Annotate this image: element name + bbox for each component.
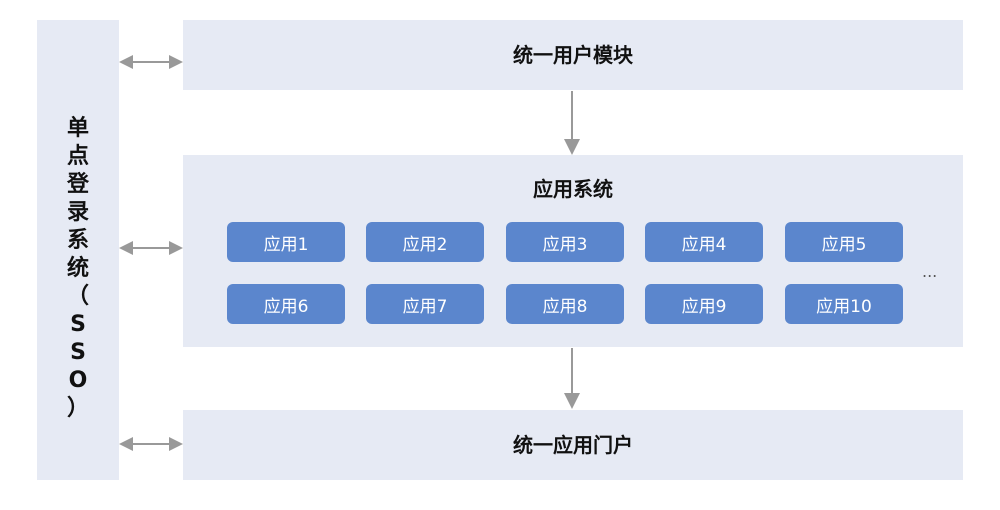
app-4-node: 应用4 (645, 222, 763, 262)
application-system-title: 应用系统 (533, 177, 613, 201)
sso-char: 统 (66, 256, 89, 281)
middle-to-bottom-arrow (564, 348, 580, 409)
unified-app-portal-box: 统一应用门户 (183, 410, 963, 480)
sso-char: S (70, 312, 86, 337)
sso-panel: 单 点 登 录 系 统 （ S S O ） (37, 20, 119, 480)
sso-bottom-double-arrow (119, 437, 183, 451)
app-3-node: 应用3 (506, 222, 624, 262)
app-10-node: 应用10 (785, 284, 903, 324)
sso-char: 系 (66, 228, 89, 253)
app-8-node: 应用8 (506, 284, 624, 324)
sso-char: （ (66, 284, 89, 309)
sso-char: 点 (66, 144, 89, 169)
unified-app-portal-title: 统一应用门户 (513, 433, 633, 457)
app-9-node: 应用9 (645, 284, 763, 324)
sso-char: O (68, 368, 88, 393)
app-2-node: 应用2 (366, 222, 484, 262)
app-7-node: 应用7 (366, 284, 484, 324)
sso-top-double-arrow (119, 55, 183, 69)
sso-char: 登 (66, 172, 89, 197)
app-6-node: 应用6 (227, 284, 345, 324)
unified-user-module-box: 统一用户模块 (183, 20, 963, 90)
sso-middle-double-arrow (119, 241, 183, 255)
sso-label: 单 点 登 录 系 统 （ S S O ） (37, 115, 119, 423)
app-5-node: 应用5 (785, 222, 903, 262)
sso-char: S (70, 340, 86, 365)
top-to-middle-arrow (564, 91, 580, 155)
unified-user-module-title: 统一用户模块 (513, 43, 633, 67)
sso-char: 单 (66, 116, 89, 141)
app-1-node: 应用1 (227, 222, 345, 262)
sso-char: 录 (66, 200, 89, 225)
sso-char: ） (66, 396, 89, 421)
more-apps-ellipsis: ... (922, 262, 938, 281)
